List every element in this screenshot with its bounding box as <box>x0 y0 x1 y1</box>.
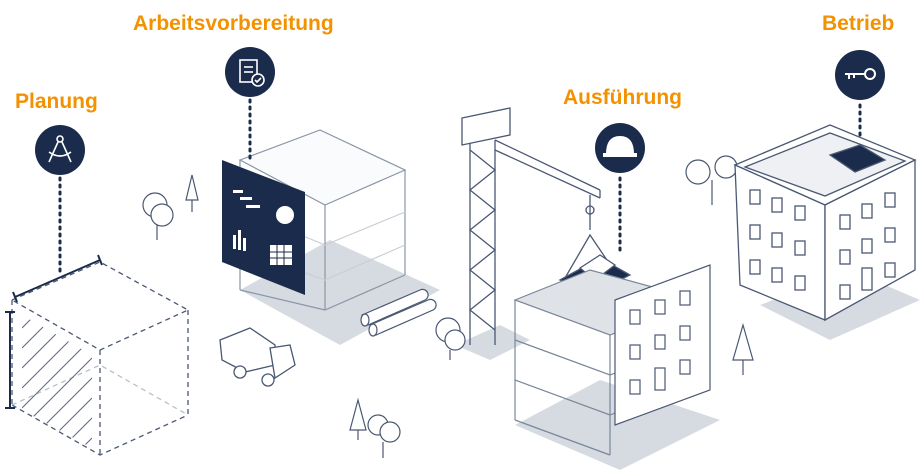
clipboard-check-icon <box>225 47 275 97</box>
phase-label-ausfuehrung: Ausführung <box>563 86 682 109</box>
dashboard-panel <box>222 160 305 295</box>
planning-cube <box>10 261 190 456</box>
phase-label-planung: Planung <box>15 90 98 113</box>
compass-icon <box>35 125 85 175</box>
phase-label-betrieb: Betrieb <box>822 12 895 35</box>
connector-lines <box>58 98 862 277</box>
dump-truck <box>219 327 296 387</box>
key-icon <box>835 50 885 100</box>
phase-label-arbeitsvorbereitung: Arbeitsvorbereitung <box>133 12 334 35</box>
dimension-lines <box>5 254 103 409</box>
operation-building <box>733 124 917 322</box>
pipes <box>360 288 437 337</box>
hard-hat-icon <box>595 123 645 173</box>
construction-building <box>513 264 711 456</box>
trees <box>142 155 754 458</box>
